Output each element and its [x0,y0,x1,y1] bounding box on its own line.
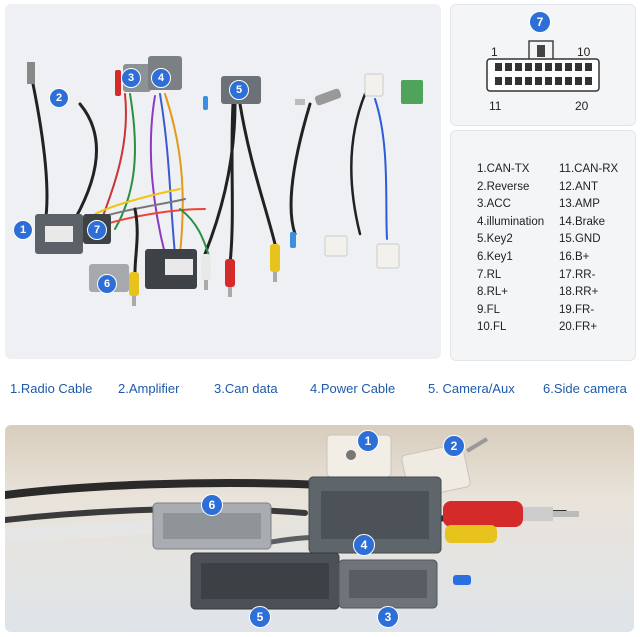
pin-entry: 8.RL+ [477,286,509,299]
closeup-badge-6: 6 [201,494,223,516]
badge-2: 2 [49,88,69,108]
pin-entry: 1.CAN-TX [477,163,530,175]
wiring-harness-illustration [27,56,423,306]
pin-entry: 3.ACC [477,198,511,211]
cable-captions: 1.Radio Cable 2.Amplifier 3.Can data 4.P… [0,372,640,408]
closeup-badge-4: 4 [353,534,375,556]
harness-photo-bottom: 1 2 3 4 5 6 [5,425,634,632]
pin-label-20: 20 [575,99,589,113]
badge-7: 7 [87,220,107,240]
pin-entry: 2.Reverse [477,180,530,193]
pin-entry: 19.FR- [559,303,595,316]
caption-side-camera: 6.Side camera [543,381,627,396]
pin-entry: 17.RR- [559,268,596,281]
pin-entry: 6.Key1 [477,250,513,263]
badge-1: 1 [13,220,33,240]
pin-entry: 11.CAN-RX [559,163,619,175]
pin-entry: 7.RL [477,268,502,281]
pin-entry: 4.illumination [477,215,545,228]
badge-5: 5 [229,80,249,100]
pin-legend-right: 11.CAN-RX 12.ANT 13.AMP 14.Brake 15.GND … [559,161,618,337]
pin-label-1: 1 [491,45,498,59]
pin-entry: 12.ANT [559,180,598,193]
caption-radio-cable: 1.Radio Cable [10,381,93,396]
pin-label-11: 11 [489,99,502,113]
closeup-badge-5: 5 [249,606,271,628]
pin-label-10: 10 [577,45,591,59]
pin-entry: 15.GND [559,233,601,246]
caption-power-cable: 4.Power Cable [310,381,396,396]
closeup-badge-2: 2 [443,435,465,457]
pin-diagram-badge: 7 [529,11,551,33]
pin-entry: 20.FR+ [559,321,598,334]
badge-3: 3 [121,68,141,88]
pin-legend: 1.CAN-TX 2.Reverse 3.ACC 4.illumination … [450,130,636,361]
pin-diagram: 7 1 10 11 20 [450,4,636,126]
closeup-badge-3: 3 [377,606,399,628]
pin-entry: 14.Brake [559,215,606,228]
pin-entry: 5.Key2 [477,233,513,246]
pin-entry: 16.B+ [559,250,590,263]
pin-entry: 18.RR+ [559,286,599,299]
badge-6: 6 [97,274,117,294]
harness-photo-top: 1 2 3 4 5 6 7 [5,4,441,359]
pin-entry: 9.FL [477,303,501,316]
caption-camera-aux: 5. Camera/Aux [428,381,515,396]
caption-can-data: 3.Can data [214,381,278,396]
connectors-closeup-illustration [5,434,579,610]
pin-entry: 13.AMP [559,198,600,211]
pin-entry: 10.FL [477,321,507,334]
connector-pinout-icon [486,40,600,92]
closeup-badge-1: 1 [357,430,379,452]
pin-legend-left: 1.CAN-TX 2.Reverse 3.ACC 4.illumination … [477,161,544,337]
caption-amplifier: 2.Amplifier [118,381,180,396]
badge-4: 4 [151,68,171,88]
